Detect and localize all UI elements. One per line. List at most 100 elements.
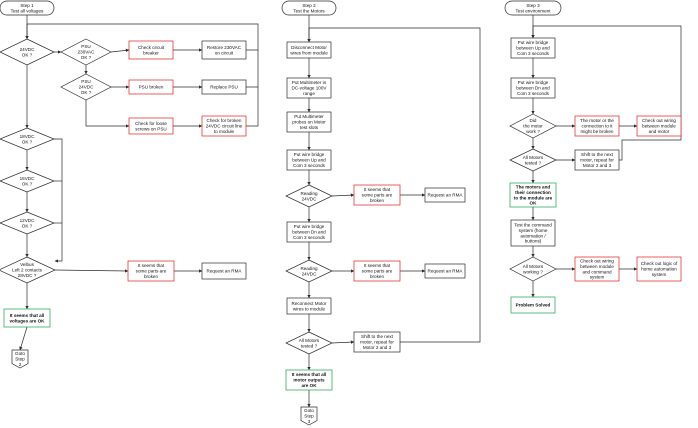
node-label: Velbus [20,262,34,267]
node-label: some parts are [362,269,393,274]
node-label: working ? [523,269,543,274]
node-label: to the module are [514,195,553,200]
process-box [636,256,682,282]
node-label: probes on Motor [292,120,326,125]
decision-diamond [0,256,56,284]
node-label: home automation [641,267,677,272]
process-box [201,115,247,137]
process-box [353,260,401,282]
decision-diamond [285,184,333,208]
node-label: 230VAC [78,50,95,55]
node-label: and command [582,269,612,274]
node-label: Request an RMA [428,269,464,274]
node-label: Test the Motors [293,8,325,13]
connector-line [54,138,63,263]
node-label: Check out wiring [580,259,614,264]
decision-diamond [509,148,557,172]
process-box [353,331,401,353]
process-box [353,184,401,206]
node-label: Step 2 [302,3,316,8]
node-label: between Up and [292,158,326,163]
node-label: and motor [649,129,670,134]
node-label: PSU broken [139,85,164,90]
terminator-shape [0,0,55,16]
connector-line [110,48,130,53]
node-label: 24VDC [20,47,35,52]
connector-line [19,326,28,351]
node-label: 24VDC [79,85,94,90]
node-label: Put Multimeter in [292,80,327,85]
node-label: OK ? [81,90,92,95]
node-label: 24VDC [302,271,317,276]
node-label: Step [304,414,314,419]
node-label: DC-voltage 100V [292,86,328,91]
node-label: Com 3 seconds [293,163,326,168]
process-box [286,77,332,99]
node-label: automation / [520,233,546,238]
process-box [128,79,174,95]
terminator-shape [504,0,562,16]
connector-line [331,193,355,197]
decision-diamond [0,127,55,151]
node-label: buttons) [525,239,542,244]
node-label: Request an RMA [207,269,243,274]
process-box [201,262,247,280]
offpage-connector [300,406,318,426]
node-label: It seems that all [10,313,44,318]
node-label: Step [15,357,25,362]
node-label: system [590,275,605,280]
node-label: It seems that all [292,372,326,377]
node-replacepsu: Replace PSU [201,79,247,95]
decision-diamond [0,211,55,235]
node-label: broken [370,274,384,279]
node-label: Reconnect Motor [292,301,327,306]
node-label: might be broken [581,129,614,134]
process-box [286,297,332,315]
process-box [509,182,557,208]
node-label: Test all voltages [11,8,44,13]
node-label: It seems that [138,263,165,268]
node-label: Check out logic of [641,261,678,266]
node-label: Put wire bridge [518,40,549,45]
process-box [128,40,174,60]
node-label: between module [580,264,614,269]
decision-diamond [285,259,333,283]
node-label: OK ? [81,55,92,60]
node-label: Com 3 seconds [517,51,550,56]
node-rma1: Request an RMA [201,262,247,280]
node-label: Reading [300,191,318,196]
node-label: between module [642,124,676,129]
node-label: 12VDC [20,218,35,223]
node-label: Goto [304,408,314,413]
process-box [574,149,620,171]
node-label: Reading [300,266,318,271]
node-r_psubroken: PSU broken [128,79,174,95]
node-label: motor, repeat for [360,340,394,345]
node-label: range [303,91,315,96]
process-box [510,296,556,314]
node-label: Test the command [514,223,552,228]
node-label: broken [370,198,384,203]
process-box [510,77,556,99]
node-label: Did [530,118,537,123]
process-box [286,149,332,171]
offpage-connector [11,349,29,369]
